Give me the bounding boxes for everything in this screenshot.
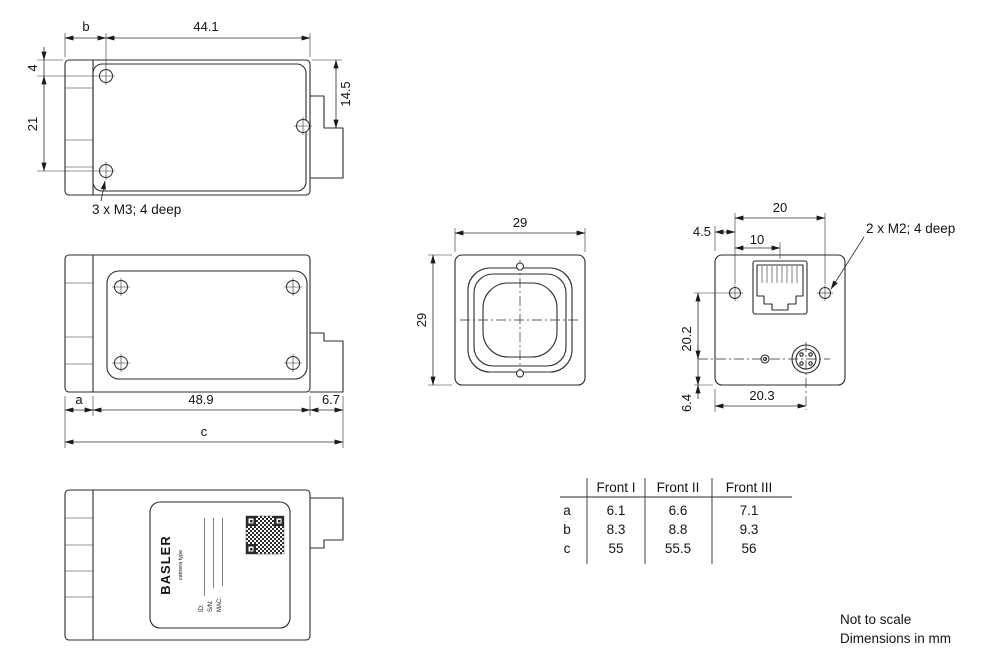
back-screw-spacing-dim-label: 20 [773, 200, 787, 215]
camera-body-outline [64, 254, 311, 393]
table-cell: 6.6 [669, 503, 688, 518]
notes: Not to scale Dimensions in mm [840, 612, 951, 646]
table-cell: 55 [608, 541, 623, 556]
front-screw-hole [516, 369, 524, 378]
top-view: b 44.1 4 21 14.5 3 x M3; 4 deep [25, 19, 353, 217]
screw-hole [112, 278, 130, 296]
side-total-dim-label: c [201, 424, 208, 439]
screw-hole [112, 354, 130, 372]
screw-hole [284, 354, 302, 372]
front-screw-hole [516, 262, 524, 271]
side-plate-outline [106, 270, 308, 380]
dimension-table: Front I Front II Front III a 6.1 6.6 7.1… [560, 478, 792, 564]
connector-housing-outline [309, 332, 344, 393]
camera-body-outline [64, 59, 311, 196]
table-cell: 56 [741, 541, 756, 556]
screw-hole [284, 278, 302, 296]
front-view: 29 29 [414, 215, 586, 386]
top-offset-dim-label: 4 [25, 64, 40, 71]
table-header-front1: Front I [596, 480, 635, 495]
table-cell: 8.8 [669, 522, 688, 537]
screw-hole [817, 285, 833, 301]
brand-label: BASLER [158, 535, 173, 594]
connector-offset-dim-label: 14.5 [338, 81, 353, 106]
screw-hole [727, 285, 743, 301]
back-jack-offset-dim-label: 10 [750, 232, 764, 247]
table-cell: 8.3 [607, 522, 626, 537]
front-face-outline [454, 254, 586, 386]
top-b-dim-label: b [82, 19, 89, 34]
back-bottom-offset-dim-label: 6.4 [679, 394, 694, 412]
connector-housing-outline [309, 95, 344, 179]
camera-body-outline [64, 489, 311, 641]
front-height-dim-label: 29 [414, 313, 429, 327]
table-row-label: c [564, 541, 571, 556]
sn-field-label: S/N: [208, 600, 214, 612]
m2-screw-note: 2 x M2; 4 deep [866, 221, 955, 236]
label-plate [149, 501, 291, 629]
table-row-label: b [563, 522, 571, 537]
screw-hole [97, 162, 115, 180]
table-cell: 9.3 [740, 522, 759, 537]
table-cell: 55.5 [665, 541, 691, 556]
bottom-view: BASLER camera type ID: S/N: MAC: [64, 489, 344, 641]
power-connector [791, 344, 821, 374]
brand-sub-label: camera type [178, 550, 184, 580]
id-field-label: ID: [199, 604, 205, 612]
rj45-jack [752, 260, 808, 315]
top-plate-outline [92, 63, 307, 192]
side-connector-length-dim-label: 6.7 [322, 392, 340, 407]
side-body-length-dim-label: 48.9 [188, 392, 213, 407]
back-view: 20 4.5 10 2 x M2; 4 deep 20.2 6.4 20.3 [679, 200, 955, 412]
table-header-front3: Front III [726, 480, 773, 495]
top-width-dim-label: 44.1 [193, 19, 218, 34]
table-cell: 6.1 [607, 503, 626, 518]
led-indicator [760, 354, 770, 364]
top-screw-spacing-dim-label: 21 [25, 117, 40, 131]
back-height-dim-label: 20.2 [679, 326, 694, 351]
back-face-outline [714, 254, 846, 386]
side-a-dim-label: a [75, 392, 83, 407]
mac-field-label: MAC: [217, 597, 223, 612]
table-header-front2: Front II [657, 480, 700, 495]
side-view: a 48.9 6.7 c [64, 254, 344, 448]
table-row-label: a [563, 503, 571, 518]
back-edge-offset-dim-label: 4.5 [693, 224, 711, 239]
connector-housing-outline [309, 497, 344, 549]
units-note: Dimensions in mm [840, 631, 951, 646]
scale-note: Not to scale [840, 612, 911, 627]
screw-hole [97, 67, 115, 85]
screw-hole [294, 117, 312, 135]
m3-screw-note: 3 x M3; 4 deep [92, 202, 181, 217]
back-connector-x-dim-label: 20.3 [749, 388, 774, 403]
qr-code [245, 515, 285, 555]
table-cell: 7.1 [740, 503, 759, 518]
front-width-dim-label: 29 [513, 215, 527, 230]
